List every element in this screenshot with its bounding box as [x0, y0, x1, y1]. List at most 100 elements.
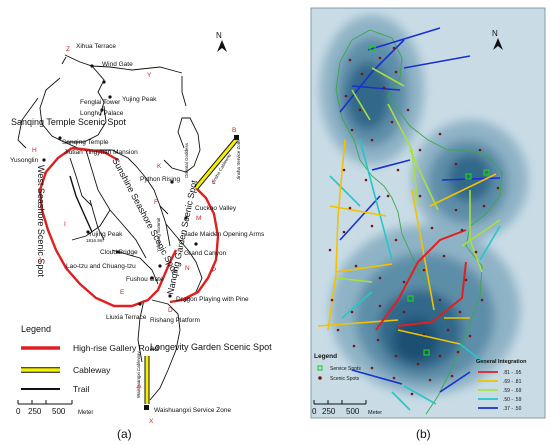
scenic-spot	[406, 108, 410, 112]
svg-text:D: D	[168, 307, 173, 314]
north-arrow-a: N	[216, 31, 227, 52]
scenic-spot	[416, 362, 420, 366]
svg-text:N: N	[492, 29, 498, 38]
scenic-spot	[438, 298, 442, 302]
scenic-spot	[342, 168, 346, 172]
scenic-spot	[422, 268, 426, 272]
svg-text:Legend: Legend	[314, 353, 337, 360]
legend-b-service: Service Spots	[330, 366, 361, 372]
svg-text:M: M	[196, 215, 201, 222]
scenic-spot	[454, 162, 458, 166]
integration-legend-label: .37 - .50	[503, 406, 522, 412]
label-jiutian: Jiutian Yingyuan Mansion	[64, 149, 138, 156]
scenic-spot	[496, 186, 500, 190]
scenic-spot	[464, 278, 468, 282]
label-jinsha-sz: Jinsha Service Zone	[236, 139, 241, 180]
scenic-spot	[342, 230, 346, 234]
scenic-spot	[446, 328, 450, 332]
svg-text:E: E	[120, 289, 125, 296]
scenic-spot	[438, 354, 442, 358]
svg-text:N: N	[216, 31, 222, 40]
scenic-spot	[344, 94, 348, 98]
scenic-spot	[422, 332, 426, 336]
scenic-spot	[442, 254, 446, 258]
scenic-spot	[438, 132, 442, 136]
gallery-road-west	[38, 147, 178, 308]
scenic-spot	[396, 168, 400, 172]
place-markers	[42, 64, 198, 306]
label-laotzu: Lao-tzu and Chuang-tzu	[66, 263, 136, 270]
legend-a-item: Cableway	[73, 365, 111, 375]
panel-a: N Xihua Terrace Wind Gate Fenglai Tower …	[10, 31, 272, 441]
svg-text:L: L	[212, 179, 216, 186]
scenic-spot	[394, 70, 398, 74]
spot-west: West Seashore Scenic Spot	[36, 165, 46, 277]
label-jade: Jade Maiden Opening Arms	[184, 231, 265, 238]
spot-sanqing: Sanqing Temple Scenic Spot	[11, 117, 126, 127]
svg-text:B: B	[232, 127, 236, 134]
caption-a: (a)	[117, 427, 132, 441]
label-wind-gate: Wind Gate	[102, 61, 133, 68]
legend-a: Legend High-rise Gallery Road Cableway T…	[21, 324, 159, 394]
scenic-spot	[348, 58, 352, 62]
scenic-spot	[370, 224, 374, 228]
spot-longevity: Longevity Garden Scenic Spot	[150, 342, 272, 352]
scenic-spot	[328, 248, 332, 252]
scenic-spot	[378, 276, 382, 280]
svg-text:0: 0	[312, 407, 317, 416]
integration-legend: General Integration .81 - .95.69 - .81.5…	[476, 359, 527, 412]
svg-text:I: I	[64, 221, 66, 228]
label-grand: Grand Canyon	[184, 250, 227, 257]
scenic-spot	[392, 376, 396, 380]
svg-text:N: N	[185, 265, 190, 272]
label-waishuangxi-cableway: Waishuangxi Cableway	[136, 351, 141, 398]
scenic-spot	[370, 366, 374, 370]
scenic-spot	[450, 374, 454, 378]
service-spot-markers	[369, 45, 490, 356]
scale-bar-b: 0 250 500 Meter	[312, 400, 382, 416]
label-fenglai: Fenglai Tower	[80, 99, 121, 106]
svg-text:500: 500	[52, 407, 66, 416]
legend-b: Legend Service Spots Scenic Spots	[314, 353, 361, 382]
svg-text:0: 0	[16, 407, 21, 416]
jinsha-cableway	[194, 139, 238, 189]
label-sanqing-temple: Sanqing Temple	[62, 139, 109, 146]
legend-a-item: High-rise Gallery Road	[73, 343, 159, 353]
scenic-spot	[370, 138, 374, 142]
label-oriental: Oriental Goddess	[184, 142, 189, 178]
label-waishuangxi-sz: Waishuangxi Service Zone	[154, 407, 231, 414]
scenic-spot	[354, 264, 358, 268]
scenic-spot	[364, 178, 368, 182]
scenic-spot	[378, 56, 382, 60]
label-xihua: Xihua Terrace	[76, 43, 116, 50]
svg-text:250: 250	[322, 407, 336, 416]
scenic-spot	[392, 46, 396, 50]
integration-legend-label: .59 - .69	[503, 388, 522, 394]
waishuangxi-service-marker	[144, 405, 149, 410]
scenic-spot	[350, 310, 354, 314]
scenic-spot	[394, 354, 398, 358]
legend-b-scenic: Scenic Spots	[330, 376, 360, 382]
label-liuxia: Liuxia Terrace	[106, 314, 147, 321]
scenic-spot	[418, 194, 422, 198]
gallery-road-east	[169, 187, 220, 304]
scenic-spot	[350, 128, 354, 132]
scenic-spot	[360, 72, 364, 76]
scenic-spot	[386, 194, 390, 198]
jinsha-service-marker	[234, 135, 239, 140]
scenic-spot-markers	[328, 46, 500, 396]
spot-sunshine: Sunshine Seashore Scenic Spot	[110, 156, 180, 275]
label-yujing-2: Yujing Peak	[88, 231, 123, 238]
label-yujing-1: Yujing Peak	[122, 96, 157, 103]
label-fushou: Fushou Gate	[126, 276, 164, 283]
integration-legend-label: .81 - .95	[503, 370, 522, 376]
north-arrow-b: N	[492, 29, 503, 50]
label-yuhuang: Yuhuang Summit	[156, 217, 161, 252]
integration-legend-label: .50 - .59	[503, 397, 522, 403]
scenic-spot	[336, 328, 340, 332]
label-yujing-2-altitude: 1816.9m	[86, 238, 104, 243]
scenic-spot	[352, 344, 356, 348]
scenic-spot	[358, 108, 362, 112]
label-cloud: Cloud Bridge	[100, 249, 138, 256]
